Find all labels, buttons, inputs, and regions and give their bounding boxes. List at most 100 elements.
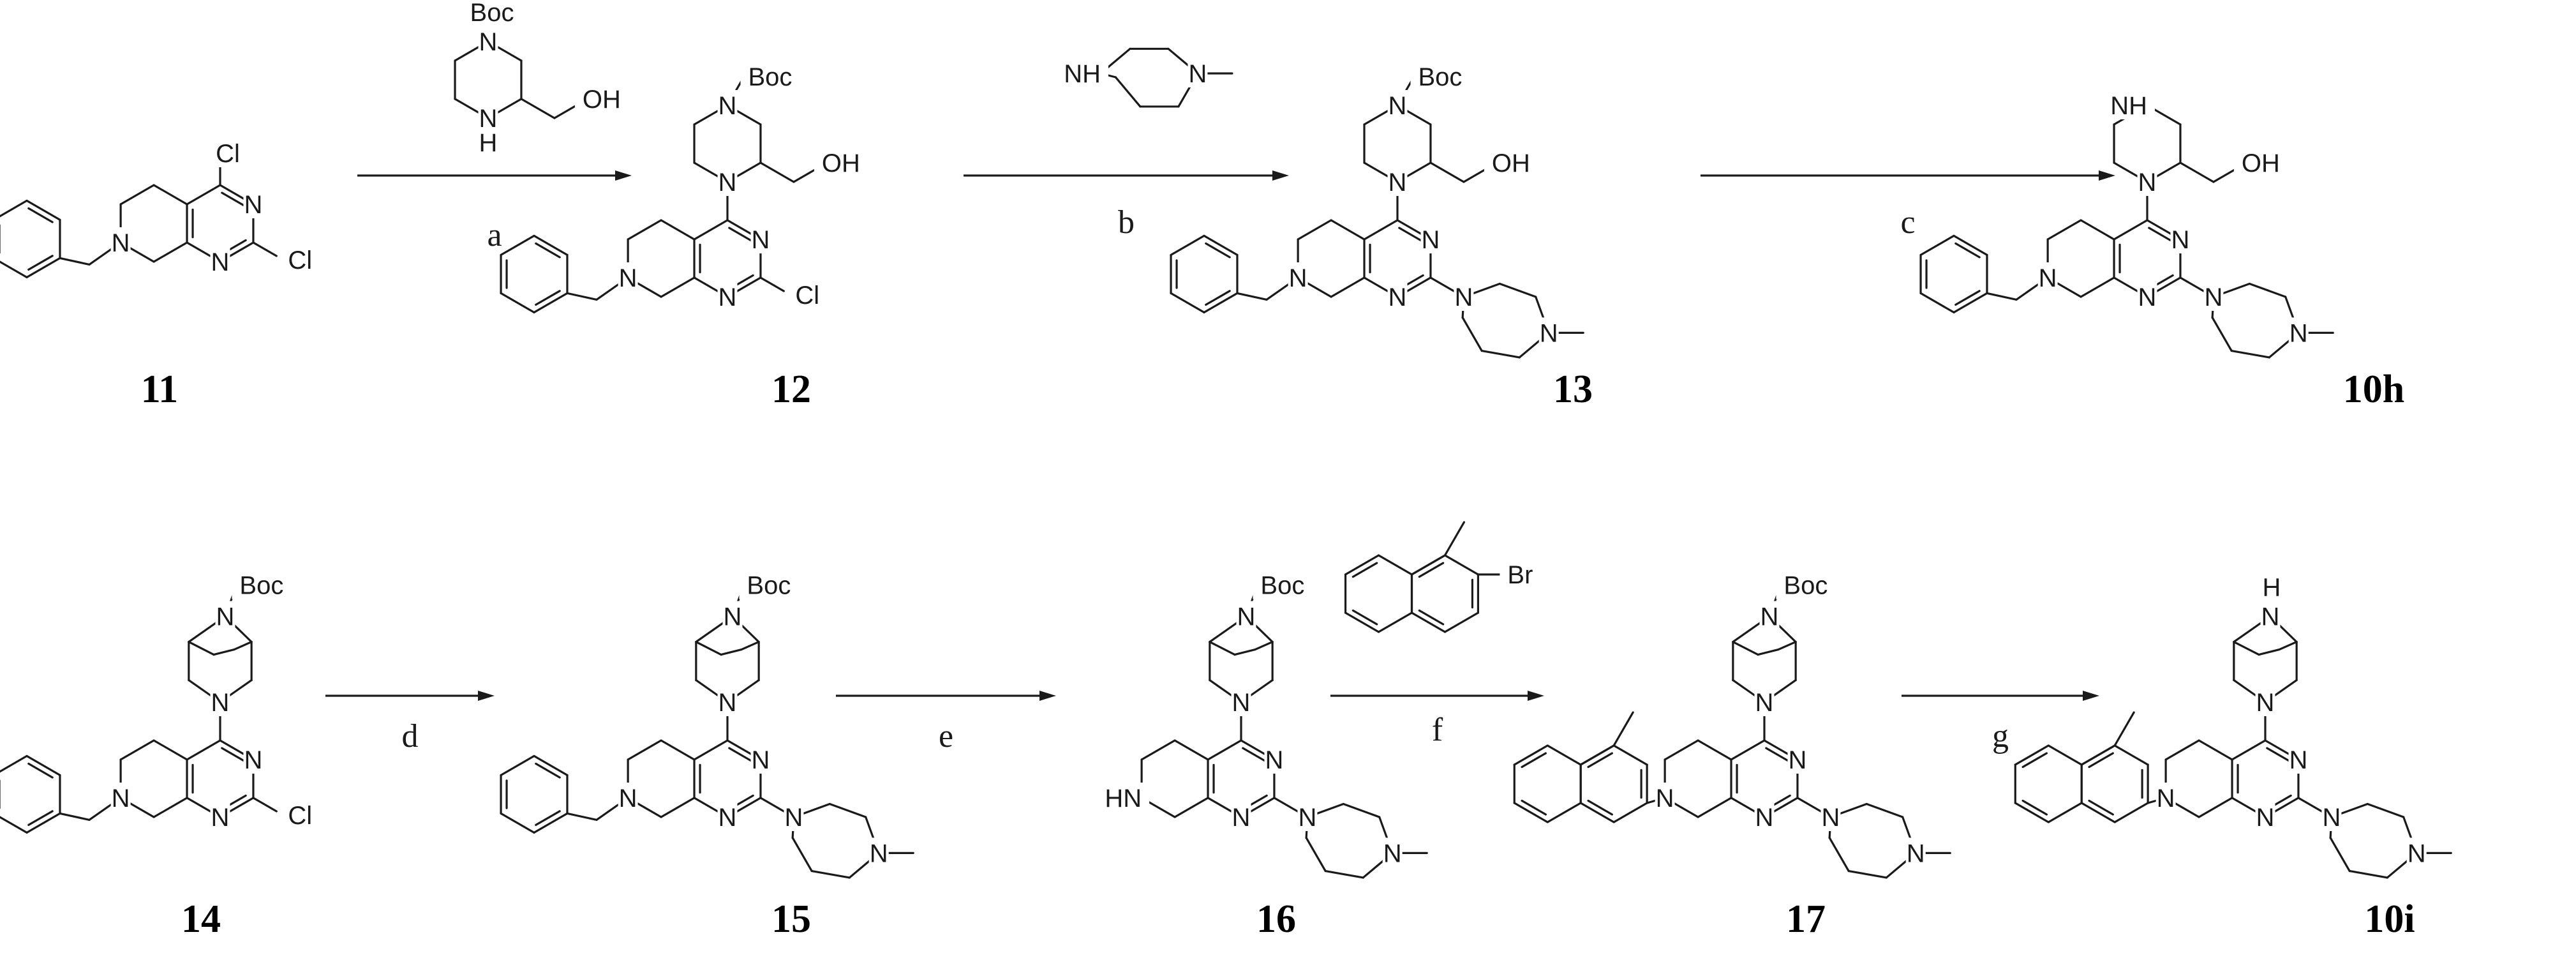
n-atom: N [718,92,737,120]
n-atom: N [1383,839,1402,867]
bond [212,648,235,656]
bond [2230,349,2270,359]
n-atom: N [1232,804,1251,832]
n-atom-bg [1231,687,1251,716]
bond [720,648,743,656]
n-atom: N [1907,839,1925,867]
boc-group: Boc [1418,63,1463,91]
reaction-arrow-e: e [836,691,1056,754]
hydroxyl-group-bg [574,84,609,113]
boc-group-bg [740,61,790,91]
n-atom: N [244,191,263,219]
n-atom: N [1232,689,1251,717]
n-atom: N [479,28,498,56]
boc-group-bg [467,0,517,26]
bond [1612,802,1648,823]
n-atom: N [244,746,263,774]
n-atom: N [2157,784,2175,813]
nh-group-bg [1074,58,1108,87]
compound-number: 13 [1553,368,1593,411]
bond [1461,316,1483,352]
n-atom-bg [2288,744,2309,774]
n-atom-bg [2170,224,2191,253]
bond [1203,234,1239,257]
n-atom: N [1821,804,1840,832]
arrow-head [1528,691,1544,701]
n-atom-bg [2137,281,2157,311]
boc-group-bg [1776,569,1826,599]
bond [2233,640,2260,656]
compound-number: 14 [181,897,221,941]
hydroxyl-group: OH [822,149,860,177]
n-atom-bg [1382,837,1403,867]
bond [0,260,28,279]
n-atom-bg [1655,783,1675,812]
bond [1612,711,1634,747]
bond [26,812,61,834]
n-atom-bg [750,744,771,774]
bond [1203,292,1239,314]
n-atom-bg [2137,167,2157,196]
n-atom-bg [2288,317,2309,347]
step-label: d [402,718,419,754]
n-atom-bg [2255,802,2275,831]
bond [27,810,54,827]
n-atom: N [1389,169,1407,197]
bond [1233,648,1256,656]
boc-group: Boc [747,571,791,599]
n-atom-bg [2321,802,2342,831]
n-atom-bg [1759,601,1780,631]
n-atom: N [2138,283,2157,311]
n-atom-bg [2037,262,2058,292]
compound-number: 15 [771,897,811,941]
n-atom: N [1298,804,1316,832]
n-atom: N [2138,169,2157,197]
n-atom: N [1265,746,1284,774]
bond [1236,292,1268,301]
bond [1777,640,1797,651]
n-atom: N [2256,689,2275,717]
n-atom-bg [2406,837,2427,867]
reaction-arrow-g: g [1902,691,2099,754]
bond [1170,292,1205,314]
bond [500,812,535,834]
bond [1612,744,1648,766]
n-atom: N [1289,264,1307,292]
bond [533,234,569,257]
n-atom: N [718,283,737,311]
bond [535,762,561,779]
bond [627,739,662,761]
bond [1344,554,1380,576]
bond [1209,640,1236,656]
n-atom-bg [618,783,638,812]
bond [2014,744,2050,766]
boc-group-bg [739,569,789,599]
bond [1765,747,1791,763]
bond [252,241,278,257]
boc-group: Boc [1260,571,1304,599]
bond [1429,161,1465,183]
chlorine-atom-bg [211,138,245,167]
bond [27,762,54,779]
hydroxyl-group-bg [2233,147,2268,177]
n-atom: N [112,784,130,813]
n-atom: N [1389,92,1407,120]
bond [1865,802,1904,818]
n-atom-bg [215,601,235,631]
n-atom-bg [1187,58,1208,87]
reaction-arrow-d: d [325,691,495,754]
h-atom-bg [478,127,498,156]
bond [1587,752,1613,769]
n-atom: N [2171,226,2190,254]
bond [0,199,28,218]
n-atom: N [1540,319,1558,347]
bond [153,241,188,263]
reagent-bromo_methyl_naphthalene: Br [1344,521,1535,633]
bond [1114,76,1142,108]
h-atom-bg [2261,571,2282,601]
compound-number: 11 [141,368,179,411]
